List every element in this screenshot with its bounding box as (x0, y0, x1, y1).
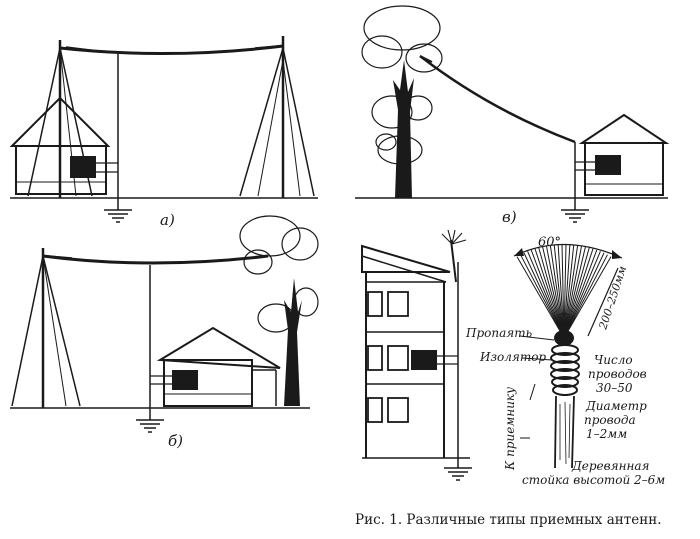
to-receiver-label: К приемнику (503, 387, 517, 471)
antenna-wire-v (419, 55, 576, 144)
insulator-label: Изолятор (479, 350, 546, 364)
house-roof-b (156, 326, 281, 369)
solder-label: Пропаять (465, 326, 532, 340)
fan-wire (563, 254, 608, 339)
receiver-b (172, 370, 198, 390)
fan-wire (542, 246, 565, 339)
fan-wire (563, 244, 575, 339)
fan-wire (563, 248, 594, 339)
post-label-2: стойка высотой 2–6м (522, 473, 665, 487)
post-label-1: Деревянная (571, 459, 650, 473)
wooden-post (554, 395, 575, 469)
diameter-label-1: Диаметр (585, 399, 647, 413)
fan-wire (563, 252, 605, 339)
fan-wire (545, 245, 565, 339)
angle-arc (513, 243, 623, 259)
fan-wire (563, 249, 598, 339)
fan-wire (516, 256, 565, 339)
figure-caption: Рис. 1. Различные типы приемных антенн. (355, 512, 661, 528)
fan-wire (563, 247, 590, 339)
fan-wire (520, 254, 565, 339)
house-roof-v (578, 113, 670, 144)
wires-count-label-3: 30–50 (596, 381, 633, 395)
tree-trunk-b (284, 278, 302, 406)
panel-a (9, 36, 318, 223)
fan-wires (516, 243, 612, 339)
wires-count-label-1: Число (594, 353, 633, 367)
fan-wire (527, 251, 565, 339)
panel-v (355, 5, 670, 223)
house-wall-v (584, 142, 664, 196)
fan-wire (523, 252, 565, 339)
tree-trunk-v (393, 60, 414, 198)
fan-wire (553, 244, 565, 339)
fan-wire (563, 243, 567, 339)
fan-wire (563, 245, 583, 339)
receiver-a (70, 156, 96, 178)
wires-count-label-2: проводов (588, 367, 647, 381)
solder-joint (554, 330, 574, 346)
tree-crown-v (361, 5, 443, 165)
antenna-wire-a (59, 44, 284, 56)
house-wall-b (163, 359, 253, 407)
building-roof (361, 244, 451, 273)
fan-wire (534, 248, 565, 339)
panel-label-v: в) (502, 208, 517, 226)
panel-label-b: б) (168, 432, 183, 450)
fan-wire (538, 247, 565, 339)
panel-building (361, 229, 472, 481)
insulator (550, 344, 580, 396)
antenna-wire-b (42, 254, 269, 265)
length-dimension (587, 267, 619, 337)
fan-wire (549, 244, 565, 339)
fan-wire (561, 243, 565, 339)
receiver-building (411, 350, 437, 370)
receiver-v (595, 155, 621, 175)
fan-wire (563, 256, 612, 339)
panel-b (10, 215, 319, 433)
fan-wire (530, 249, 565, 339)
brush-antenna-detail (513, 243, 623, 469)
tree-crown-b (239, 215, 319, 333)
fan-wire (563, 251, 601, 339)
fan-wire (563, 244, 571, 339)
angle-label: 60° (538, 235, 561, 250)
panel-label-a: а) (160, 211, 175, 229)
fan-wire (557, 244, 565, 339)
building-windows (367, 291, 409, 423)
diameter-label-3: 1–2мм (586, 427, 627, 441)
fan-wire (563, 246, 586, 339)
diameter-label-2: провода (584, 413, 636, 427)
house-wall-a (15, 145, 107, 195)
fan-wire (563, 244, 579, 339)
roof-antenna-post (450, 239, 457, 283)
